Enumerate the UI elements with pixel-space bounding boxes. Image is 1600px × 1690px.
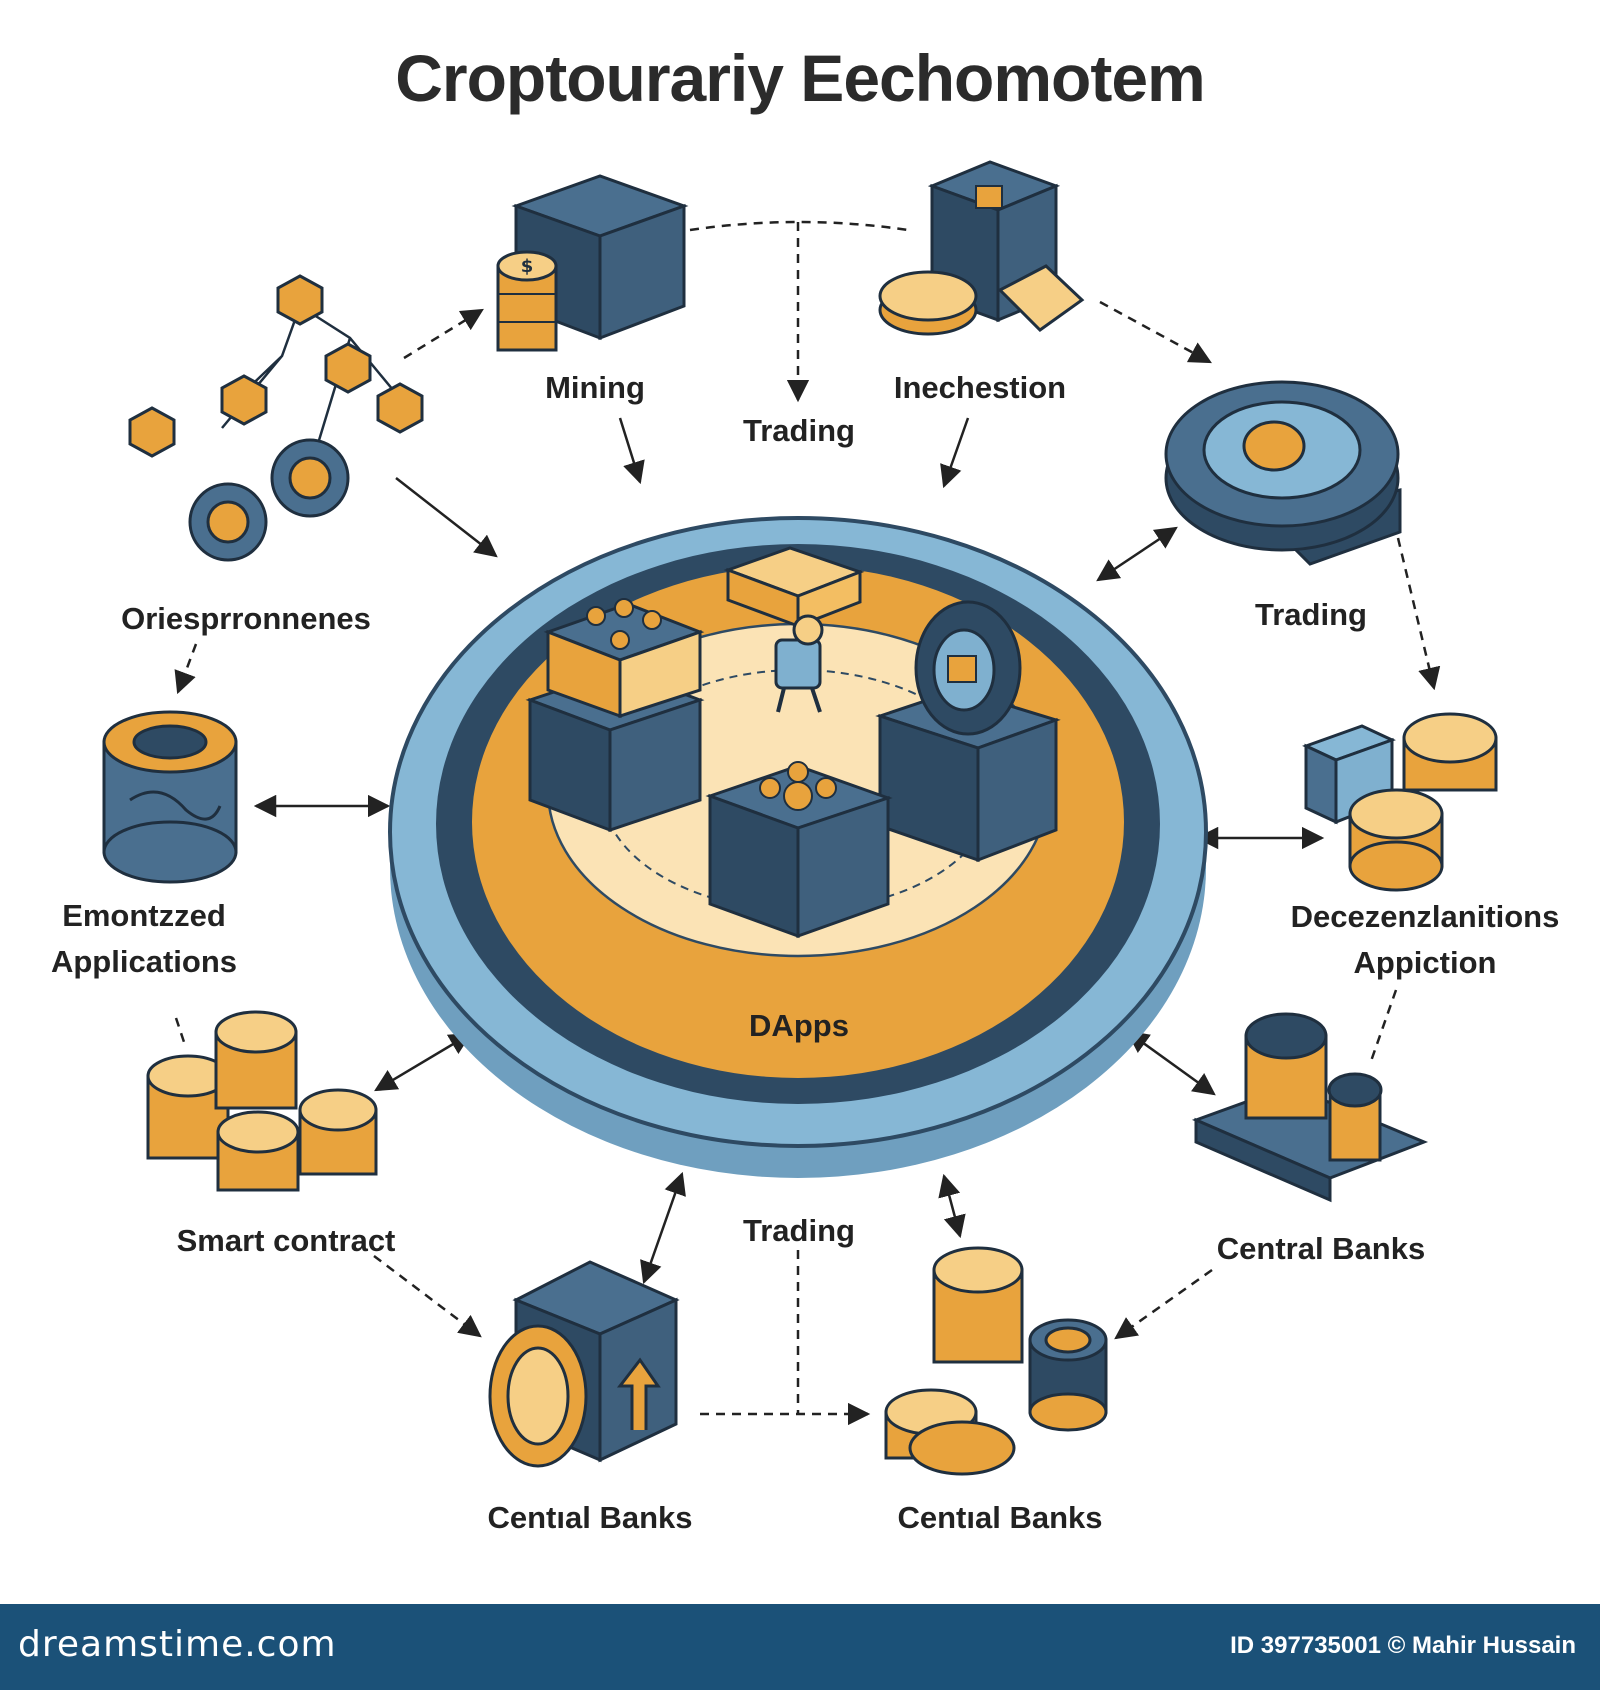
central-bank-icon (1191, 1012, 1429, 1203)
label-central-banks-right: Central Banks (1216, 1231, 1426, 1266)
label-mining: Mining (545, 370, 645, 405)
arrow-stacks-center (374, 1032, 472, 1092)
arrow-center-token (640, 1171, 686, 1285)
label-trading-right: Trading (1255, 597, 1367, 632)
footer-brand[interactable]: dreamstime.com (18, 1624, 337, 1665)
storage-drum-icon (102, 710, 238, 884)
arrow-mining-to-center (618, 417, 645, 485)
connector-arrows (253, 417, 1325, 1285)
label-trading-top: Trading (743, 413, 855, 448)
label-inechestion: Inechestion (893, 370, 1067, 405)
footer-bar: dreamstime.com ID 397735001 © Mahir Huss… (0, 1604, 1600, 1690)
label-oriesprronnenes: Oriesprronnenes (121, 601, 371, 636)
label-central-banks-bottom-left: Centıal Banks (487, 1500, 693, 1535)
dashed-connectors (174, 220, 1441, 1426)
label-decentralizations-line2: Appiction (1353, 945, 1497, 980)
vault-ring-icon (1164, 380, 1402, 566)
center-cube-front-icon (705, 761, 893, 939)
ecosystem-diagram: $ (102, 160, 1498, 1476)
center-cube-left-icon (525, 598, 705, 833)
security-lock-icon (875, 600, 1061, 863)
coin-piles-icon (884, 1246, 1108, 1476)
robot-icon (723, 546, 865, 713)
decentral-coins-icon (1302, 712, 1498, 892)
label-decentralizations: Decezenzlanitions Appiction (1270, 894, 1580, 986)
coin-stacks-icon (146, 1010, 378, 1192)
label-trading-bottom: Trading (743, 1213, 855, 1248)
label-decentralizations-line1: Decezenzlanitions (1290, 899, 1560, 934)
arrow-center-bank (1126, 1030, 1216, 1096)
label-emontzzed-line1: Emontzzed (62, 898, 226, 933)
token-cube-icon (488, 1260, 680, 1468)
page-title: Croptourariy Eechomotem (395, 41, 1205, 115)
mining-cube-icon: $ (496, 174, 689, 352)
label-emontzzed: Emontzzed Applications (34, 893, 254, 985)
footer-image-id: ID 397735001 © Mahir Hussain (1230, 1632, 1576, 1659)
label-center-dapps: DApps (749, 1008, 849, 1043)
label-emontzzed-line2: Applications (50, 944, 237, 979)
arrow-center-piles (938, 1173, 966, 1239)
arrow-center-vault (1096, 526, 1178, 582)
label-central-banks-bottom-right: Centıal Banks (897, 1500, 1103, 1535)
exchange-vault-icon (878, 160, 1085, 336)
network-coins-icon (128, 274, 424, 562)
arrow-inechestion-to-center (940, 417, 970, 489)
label-smart-contract: Smart contract (176, 1223, 396, 1258)
arrow-network-to-center (395, 477, 498, 558)
svg-text:$: $ (521, 256, 534, 277)
